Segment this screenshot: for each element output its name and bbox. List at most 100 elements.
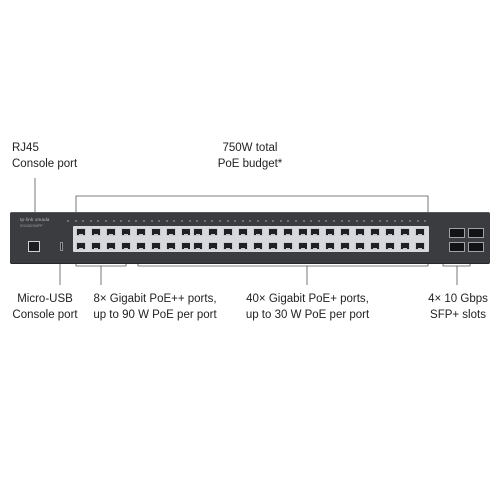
rj45-port	[268, 242, 278, 250]
rj45-port	[166, 242, 176, 250]
port-led	[393, 220, 396, 222]
port-led	[135, 220, 138, 222]
port-led	[181, 220, 183, 222]
port-led	[165, 220, 168, 222]
rj45-port	[370, 242, 380, 250]
port-led	[203, 220, 206, 222]
micro-usb-console-label: Micro-USB Console port	[12, 293, 78, 321]
port-led	[82, 220, 85, 222]
rj45-port	[223, 242, 233, 250]
rj45-port	[193, 242, 203, 250]
rj45-port	[121, 242, 131, 250]
port-led	[409, 220, 411, 222]
rj45-port	[325, 242, 335, 250]
port-led	[97, 220, 100, 222]
port-led	[416, 220, 419, 222]
port-led	[287, 220, 290, 222]
rj45-port	[340, 242, 350, 250]
port-led	[120, 220, 123, 222]
rj45-port	[415, 228, 425, 236]
port-led	[150, 220, 153, 222]
port-led	[333, 220, 335, 222]
port-led	[105, 220, 107, 222]
rj45-port	[121, 228, 131, 236]
port-led	[127, 220, 130, 222]
poe-plus-plus-label: 8× Gigabit PoE++ ports, up to 90 W PoE p…	[93, 293, 217, 321]
micro-usb-console-port	[60, 242, 63, 251]
port-led	[219, 220, 221, 222]
port-led	[158, 220, 161, 222]
port-led	[272, 220, 275, 222]
rj45-port	[283, 228, 293, 236]
port-led	[371, 220, 373, 222]
port-led	[67, 220, 69, 222]
rj45-console-label: RJ45 Console port	[12, 142, 78, 170]
network-switch-front-panel: tp-link omada SG3452XMPP	[10, 212, 490, 264]
poe-budget-label: 750W total PoE budget*	[217, 142, 283, 170]
rj45-port	[283, 242, 293, 250]
rj45-port	[340, 228, 350, 236]
port-led	[112, 220, 115, 222]
port-led	[241, 220, 244, 222]
rj45-port	[253, 228, 263, 236]
rj45-port	[151, 242, 161, 250]
sfp-plus-slot	[468, 242, 484, 252]
rj45-port	[415, 242, 425, 250]
rj45-port	[400, 242, 410, 250]
sfp-plus-label: 4× 10 Gbps SFP+ slots	[428, 293, 488, 321]
port-led	[234, 220, 237, 222]
rj45-port	[91, 242, 101, 250]
rj45-port	[385, 242, 395, 250]
port-led	[211, 220, 214, 222]
rj45-port	[355, 228, 365, 236]
port-led	[386, 220, 389, 222]
rj45-port	[238, 228, 248, 236]
port-led	[257, 220, 259, 222]
port-led	[249, 220, 252, 222]
port-led	[226, 220, 229, 222]
port-led	[363, 220, 366, 222]
port-led	[310, 220, 313, 222]
rj45-port	[385, 228, 395, 236]
port-led	[325, 220, 328, 222]
rj45-port	[166, 228, 176, 236]
rj45-port	[370, 228, 380, 236]
port-led	[295, 220, 297, 222]
rj45-port	[325, 228, 335, 236]
poe-plus-label: 40× Gigabit PoE+ ports, up to 30 W PoE p…	[245, 293, 370, 321]
rj45-port	[76, 242, 86, 250]
sfp-plus-slot	[449, 228, 465, 238]
rj45-port	[136, 242, 146, 250]
rj45-port	[208, 228, 218, 236]
rj45-port	[310, 228, 320, 236]
rj45-port	[223, 228, 233, 236]
port-led	[143, 220, 145, 222]
rj45-port	[310, 242, 320, 250]
rj45-port	[208, 242, 218, 250]
sfp-plus-slot	[468, 228, 484, 238]
rj45-port	[106, 242, 116, 250]
model-number: SG3452XMPP	[20, 224, 43, 228]
port-led	[378, 220, 381, 222]
rj45-port	[76, 228, 86, 236]
rj45-port	[268, 228, 278, 236]
port-led	[348, 220, 351, 222]
poe-budget-bracket	[75, 195, 429, 214]
rj45-port	[355, 242, 365, 250]
rj45-port	[400, 228, 410, 236]
brand-logo: tp-link omada	[20, 217, 50, 222]
rj45-port	[106, 228, 116, 236]
rj45-port	[193, 228, 203, 236]
rj45-console-port	[28, 241, 40, 252]
port-led	[279, 220, 282, 222]
rj45-port	[238, 242, 248, 250]
port-led	[264, 220, 267, 222]
port-led	[424, 220, 427, 222]
port-led	[173, 220, 176, 222]
rj45-port	[151, 228, 161, 236]
port-led	[74, 220, 77, 222]
port-led	[89, 220, 92, 222]
port-led	[196, 220, 199, 222]
port-led	[188, 220, 191, 222]
port-led	[302, 220, 305, 222]
